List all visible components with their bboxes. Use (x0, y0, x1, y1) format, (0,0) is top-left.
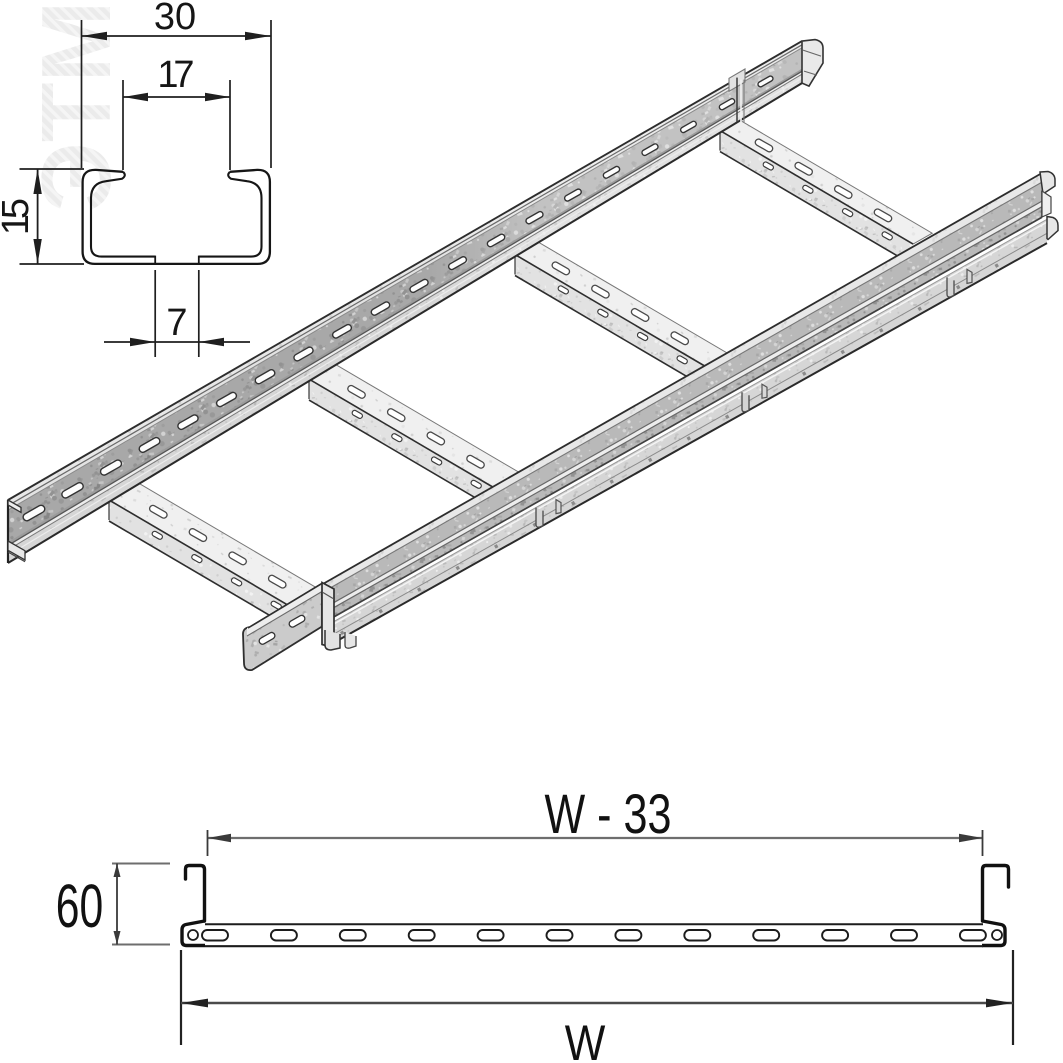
svg-text:7: 7 (166, 302, 187, 344)
svg-text:W: W (565, 1015, 606, 1063)
svg-text:60: 60 (56, 873, 103, 941)
svg-text:W - 33: W - 33 (545, 783, 672, 846)
svg-text:7: 7 (173, 54, 194, 96)
svg-text:1: 1 (0, 214, 37, 235)
svg-text:1: 1 (157, 54, 178, 96)
svg-text:5: 5 (0, 198, 37, 219)
svg-text:30: 30 (154, 0, 196, 38)
